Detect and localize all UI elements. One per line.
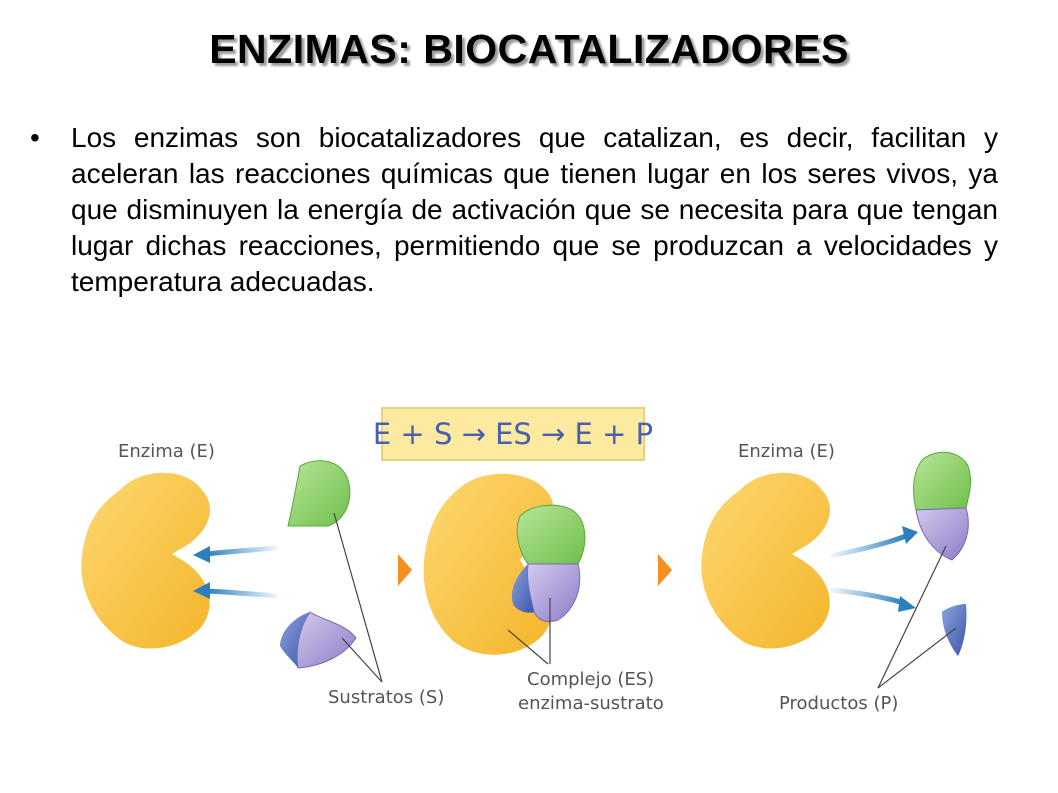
bullet-marker: • [30, 122, 40, 153]
arrowhead-top-left [193, 546, 210, 563]
enzyme-label-left: Enzima (E) [118, 441, 215, 462]
blue-substrate-part [280, 612, 310, 668]
arrow-into-enzyme-top [205, 545, 279, 557]
complex-label-line2: enzima-sustrato [518, 693, 664, 714]
product-green [913, 451, 972, 511]
complex-green-substrate [516, 504, 586, 565]
arrow-out-bottom [829, 587, 905, 606]
substrates-label: Sustratos (S) [328, 687, 444, 708]
complex-pointer-1 [507, 629, 549, 665]
arrowhead-out-bottom [898, 596, 916, 612]
complex-blue-substrate [511, 564, 534, 613]
enzyme-shape-left [81, 472, 210, 649]
substrate-pointer-2 [341, 637, 383, 683]
product-pointer-1 [877, 545, 947, 689]
products-label: Productos (P) [779, 693, 898, 714]
enzyme-diagram: E + S → ES → E + P Enzima (E) Enzima (E)… [81, 407, 972, 714]
complex-purple-substrate [527, 563, 581, 623]
orange-arrowhead-2 [658, 554, 672, 586]
orange-arrowhead-1 [398, 554, 412, 586]
arrow-into-enzyme-bottom [205, 588, 279, 599]
bullet-text: Los enzimas son biocatalizadores que cat… [71, 122, 998, 297]
enzyme-label-right: Enzima (E) [738, 441, 835, 462]
enzyme-shape-right [701, 472, 830, 649]
complex-label-line1: Complejo (ES) [527, 669, 654, 690]
arrow-out-top [829, 533, 907, 559]
green-substrate [287, 460, 351, 527]
equation-text: E + S → ES → E + P [373, 417, 653, 451]
arrowhead-out-top [902, 526, 918, 544]
arrowhead-bottom-left [193, 582, 210, 599]
equation-box: E + S → ES → E + P [373, 407, 653, 461]
product-purple [915, 507, 969, 561]
page-title: ENZIMAS: BIOCATALIZADORES [209, 26, 849, 72]
substrate-pointer-1 [333, 512, 383, 683]
product-pointer-2 [877, 627, 957, 689]
